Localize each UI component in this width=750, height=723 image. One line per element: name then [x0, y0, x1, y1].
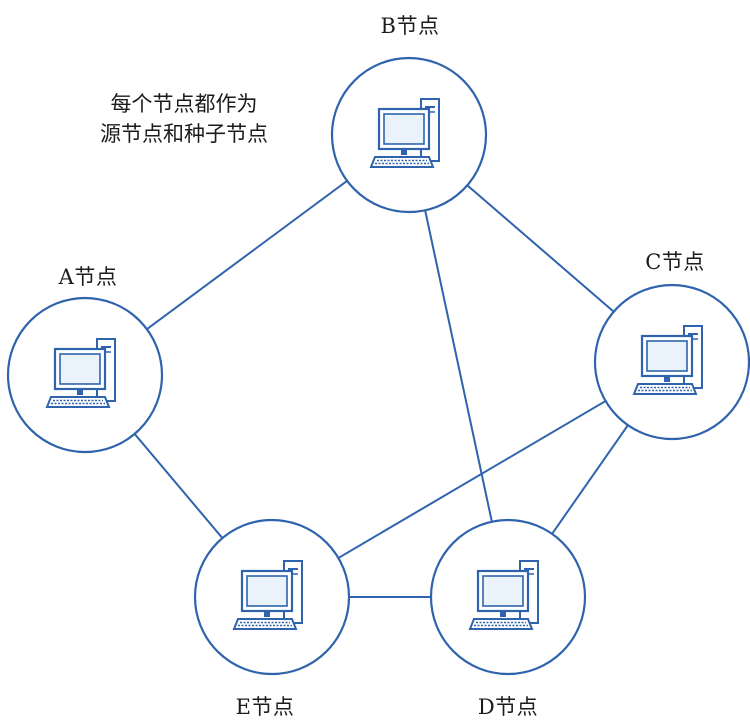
- computer-icon: [632, 324, 704, 396]
- computer-icon: [45, 337, 117, 409]
- node-b: [330, 56, 488, 214]
- node-e: [193, 518, 351, 676]
- node-label-e: E节点: [235, 695, 295, 719]
- node-d: [429, 518, 587, 676]
- note-line-1: 每个节点都作为: [110, 92, 258, 116]
- nodes-layer: [6, 56, 750, 676]
- note-line-2: 源节点和种子节点: [100, 122, 268, 146]
- node-label-c: C节点: [645, 250, 705, 274]
- computer-icon: [468, 559, 540, 631]
- seed-source-note: 每个节点都作为 源节点和种子节点: [100, 89, 268, 149]
- node-label-b: B节点: [380, 14, 440, 38]
- node-label-a: A节点: [58, 265, 118, 289]
- node-label-d: D节点: [477, 695, 539, 719]
- node-a: [6, 296, 164, 454]
- edge-b-d: [408, 134, 509, 598]
- computer-icon: [369, 97, 441, 169]
- computer-icon: [232, 559, 304, 631]
- node-c: [593, 283, 750, 441]
